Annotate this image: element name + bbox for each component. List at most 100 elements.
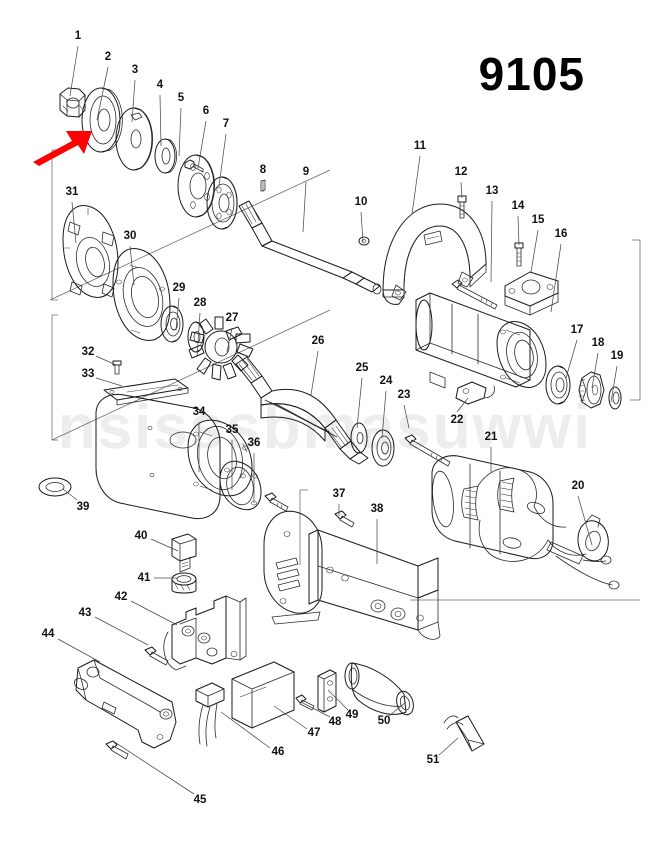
part-screw-5 (184, 159, 204, 173)
part-screw-23 (404, 434, 451, 467)
part-wheel-guard (382, 203, 487, 305)
callout-number-18: 18 (592, 337, 605, 349)
callout-number-46: 46 (272, 746, 285, 758)
callout-leader-32 (95, 355, 117, 366)
callout-number-3: 3 (132, 64, 138, 76)
part-field-coil (431, 455, 620, 590)
callout-leader-18 (591, 352, 599, 389)
callout-number-47: 47 (308, 727, 321, 739)
callout-number-1: 1 (75, 30, 82, 42)
callout-number-34: 34 (193, 406, 206, 418)
part-retaining-ring-19 (608, 386, 622, 410)
callout-leader-46 (220, 711, 271, 749)
callout-number-13: 13 (486, 185, 499, 197)
callout-leader-15 (530, 229, 539, 273)
callout-number-44: 44 (42, 628, 55, 640)
callout-leader-31 (71, 201, 77, 244)
callout-leader-48 (300, 701, 331, 718)
callout-number-42: 42 (115, 591, 128, 603)
callout-leader-33 (95, 377, 123, 387)
part-pin-8 (260, 179, 266, 192)
callout-leader-23 (403, 404, 410, 429)
callout-leader-16 (550, 243, 562, 313)
callout-leader-42 (130, 600, 178, 626)
part-screw-43 (144, 646, 169, 666)
part-bracket-22 (455, 381, 495, 405)
part-bearing-box (62, 205, 119, 298)
part-motor-housing (95, 393, 253, 520)
callout-number-35: 35 (226, 424, 239, 436)
callout-leader-2 (96, 66, 109, 121)
part-armature (235, 356, 369, 465)
part-screw-48 (295, 694, 315, 711)
callout-number-32: 32 (82, 346, 95, 358)
callout-number-29: 29 (173, 282, 186, 294)
callout-number-6: 6 (203, 105, 209, 117)
callout-number-16: 16 (555, 228, 568, 240)
callout-leader-39 (62, 488, 78, 501)
callout-leader-14 (517, 215, 520, 246)
part-washer-25 (350, 422, 368, 454)
callout-leader-26 (310, 350, 319, 396)
callout-leader-17 (565, 339, 578, 379)
callout-leader-24 (381, 390, 387, 439)
callout-number-51: 51 (427, 754, 440, 766)
callout-number-39: 39 (77, 501, 90, 513)
part-screw-37 (334, 510, 355, 528)
callout-leader-22 (456, 397, 469, 413)
callout-leader-9 (302, 181, 307, 233)
callout-number-30: 30 (124, 230, 137, 242)
callout-number-15: 15 (532, 214, 545, 226)
callout-number-36: 36 (248, 437, 261, 449)
part-washer (154, 138, 177, 174)
part-ball-bearing-7 (206, 176, 238, 230)
part-screw-36 (264, 492, 289, 512)
part-spindle (238, 200, 382, 295)
callout-leader-29 (175, 297, 180, 331)
callout-number-38: 38 (371, 503, 384, 515)
callout-leader-43 (94, 616, 149, 646)
part-long-bolt-13 (451, 279, 498, 310)
callout-number-2: 2 (105, 51, 111, 63)
callout-number-4: 4 (157, 79, 164, 91)
part-name-plate (103, 378, 189, 406)
callout-leader-20 (577, 495, 593, 546)
part-ball-bearing-29 (160, 305, 184, 343)
callout-leader-30 (129, 245, 135, 286)
callout-number-9: 9 (303, 166, 309, 178)
callout-number-11: 11 (414, 140, 427, 152)
part-ball-bearing-17 (545, 365, 571, 405)
part-noise-suppressor (195, 682, 225, 747)
callout-leader-3 (131, 79, 136, 123)
part-cord-clamp (577, 514, 609, 562)
callout-leader-27 (226, 327, 233, 353)
part-switch-assembly (163, 595, 247, 671)
part-lock-nut (59, 87, 86, 118)
callout-number-26: 26 (312, 335, 325, 347)
callout-number-37: 37 (333, 488, 346, 500)
part-gear-housing (415, 292, 547, 389)
callout-number-12: 12 (455, 166, 468, 178)
part-screw-45 (105, 740, 129, 760)
callout-leader-13 (490, 200, 493, 283)
callout-leader-1 (69, 45, 79, 97)
callout-number-48: 48 (329, 716, 342, 728)
callout-leader-50 (388, 701, 407, 717)
callout-number-21: 21 (485, 431, 498, 443)
part-capacitor (231, 661, 295, 729)
part-inner-flange (115, 107, 153, 171)
callout-leaders (57, 45, 618, 795)
callout-leader-12 (460, 181, 463, 199)
part-bolt-12 (457, 195, 467, 219)
highlight-arrow (33, 131, 92, 166)
callout-number-10: 10 (355, 196, 368, 208)
callout-leader-11 (411, 155, 421, 215)
part-handle-cover (73, 659, 177, 749)
callout-number-14: 14 (512, 200, 525, 212)
part-cooling-fan (188, 316, 254, 381)
callout-leader-6 (197, 120, 207, 169)
callout-leader-45 (112, 740, 195, 795)
callout-leader-28 (196, 312, 201, 358)
